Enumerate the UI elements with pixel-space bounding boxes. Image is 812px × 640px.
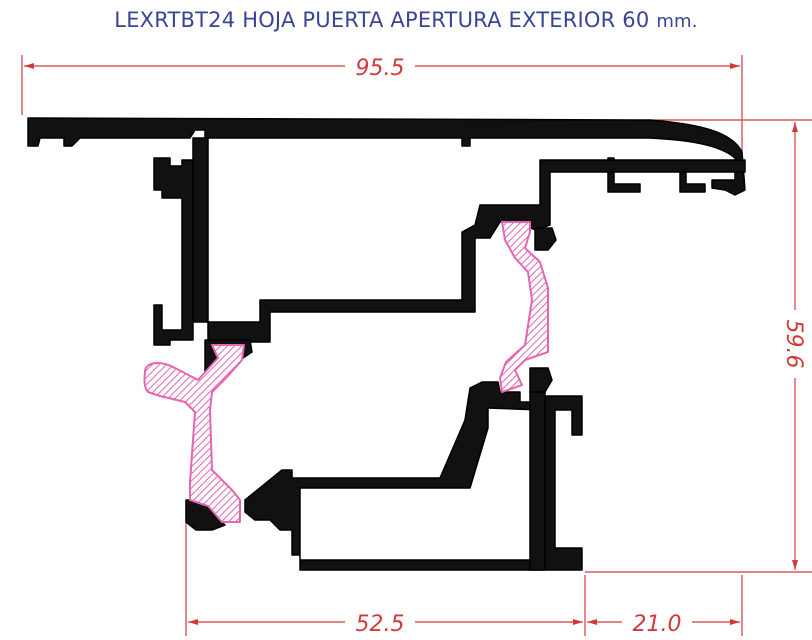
gasket-right xyxy=(499,221,549,393)
left-outer-wall xyxy=(153,157,194,346)
dim-bottom-left-label: 52.5 xyxy=(356,612,405,637)
flange-hook-2 xyxy=(679,169,706,193)
dim-bottom-right-label: 21.0 xyxy=(633,612,682,637)
drawing-title: LEXRTBT24 HOJA PUERTA APERTURA EXTERIOR … xyxy=(0,8,812,32)
seat-right-upper xyxy=(534,227,557,251)
center-post xyxy=(529,391,546,571)
dimension-lines xyxy=(21,55,812,636)
profile-code: LEXRTBT24 xyxy=(114,8,236,32)
thermal-break-gaskets xyxy=(143,221,549,523)
seat-right-lower xyxy=(529,367,553,393)
gasket-left xyxy=(143,344,245,523)
upper-chamber xyxy=(207,159,746,343)
profile-description: HOJA PUERTA APERTURA EXTERIOR 60 xyxy=(242,8,650,32)
aluminium-profile xyxy=(27,117,746,571)
dim-width-total-label: 95.5 xyxy=(356,56,405,81)
left-web xyxy=(192,137,209,323)
profile-unit: mm. xyxy=(656,11,698,32)
dim-height-label: 59.6 xyxy=(781,320,806,369)
